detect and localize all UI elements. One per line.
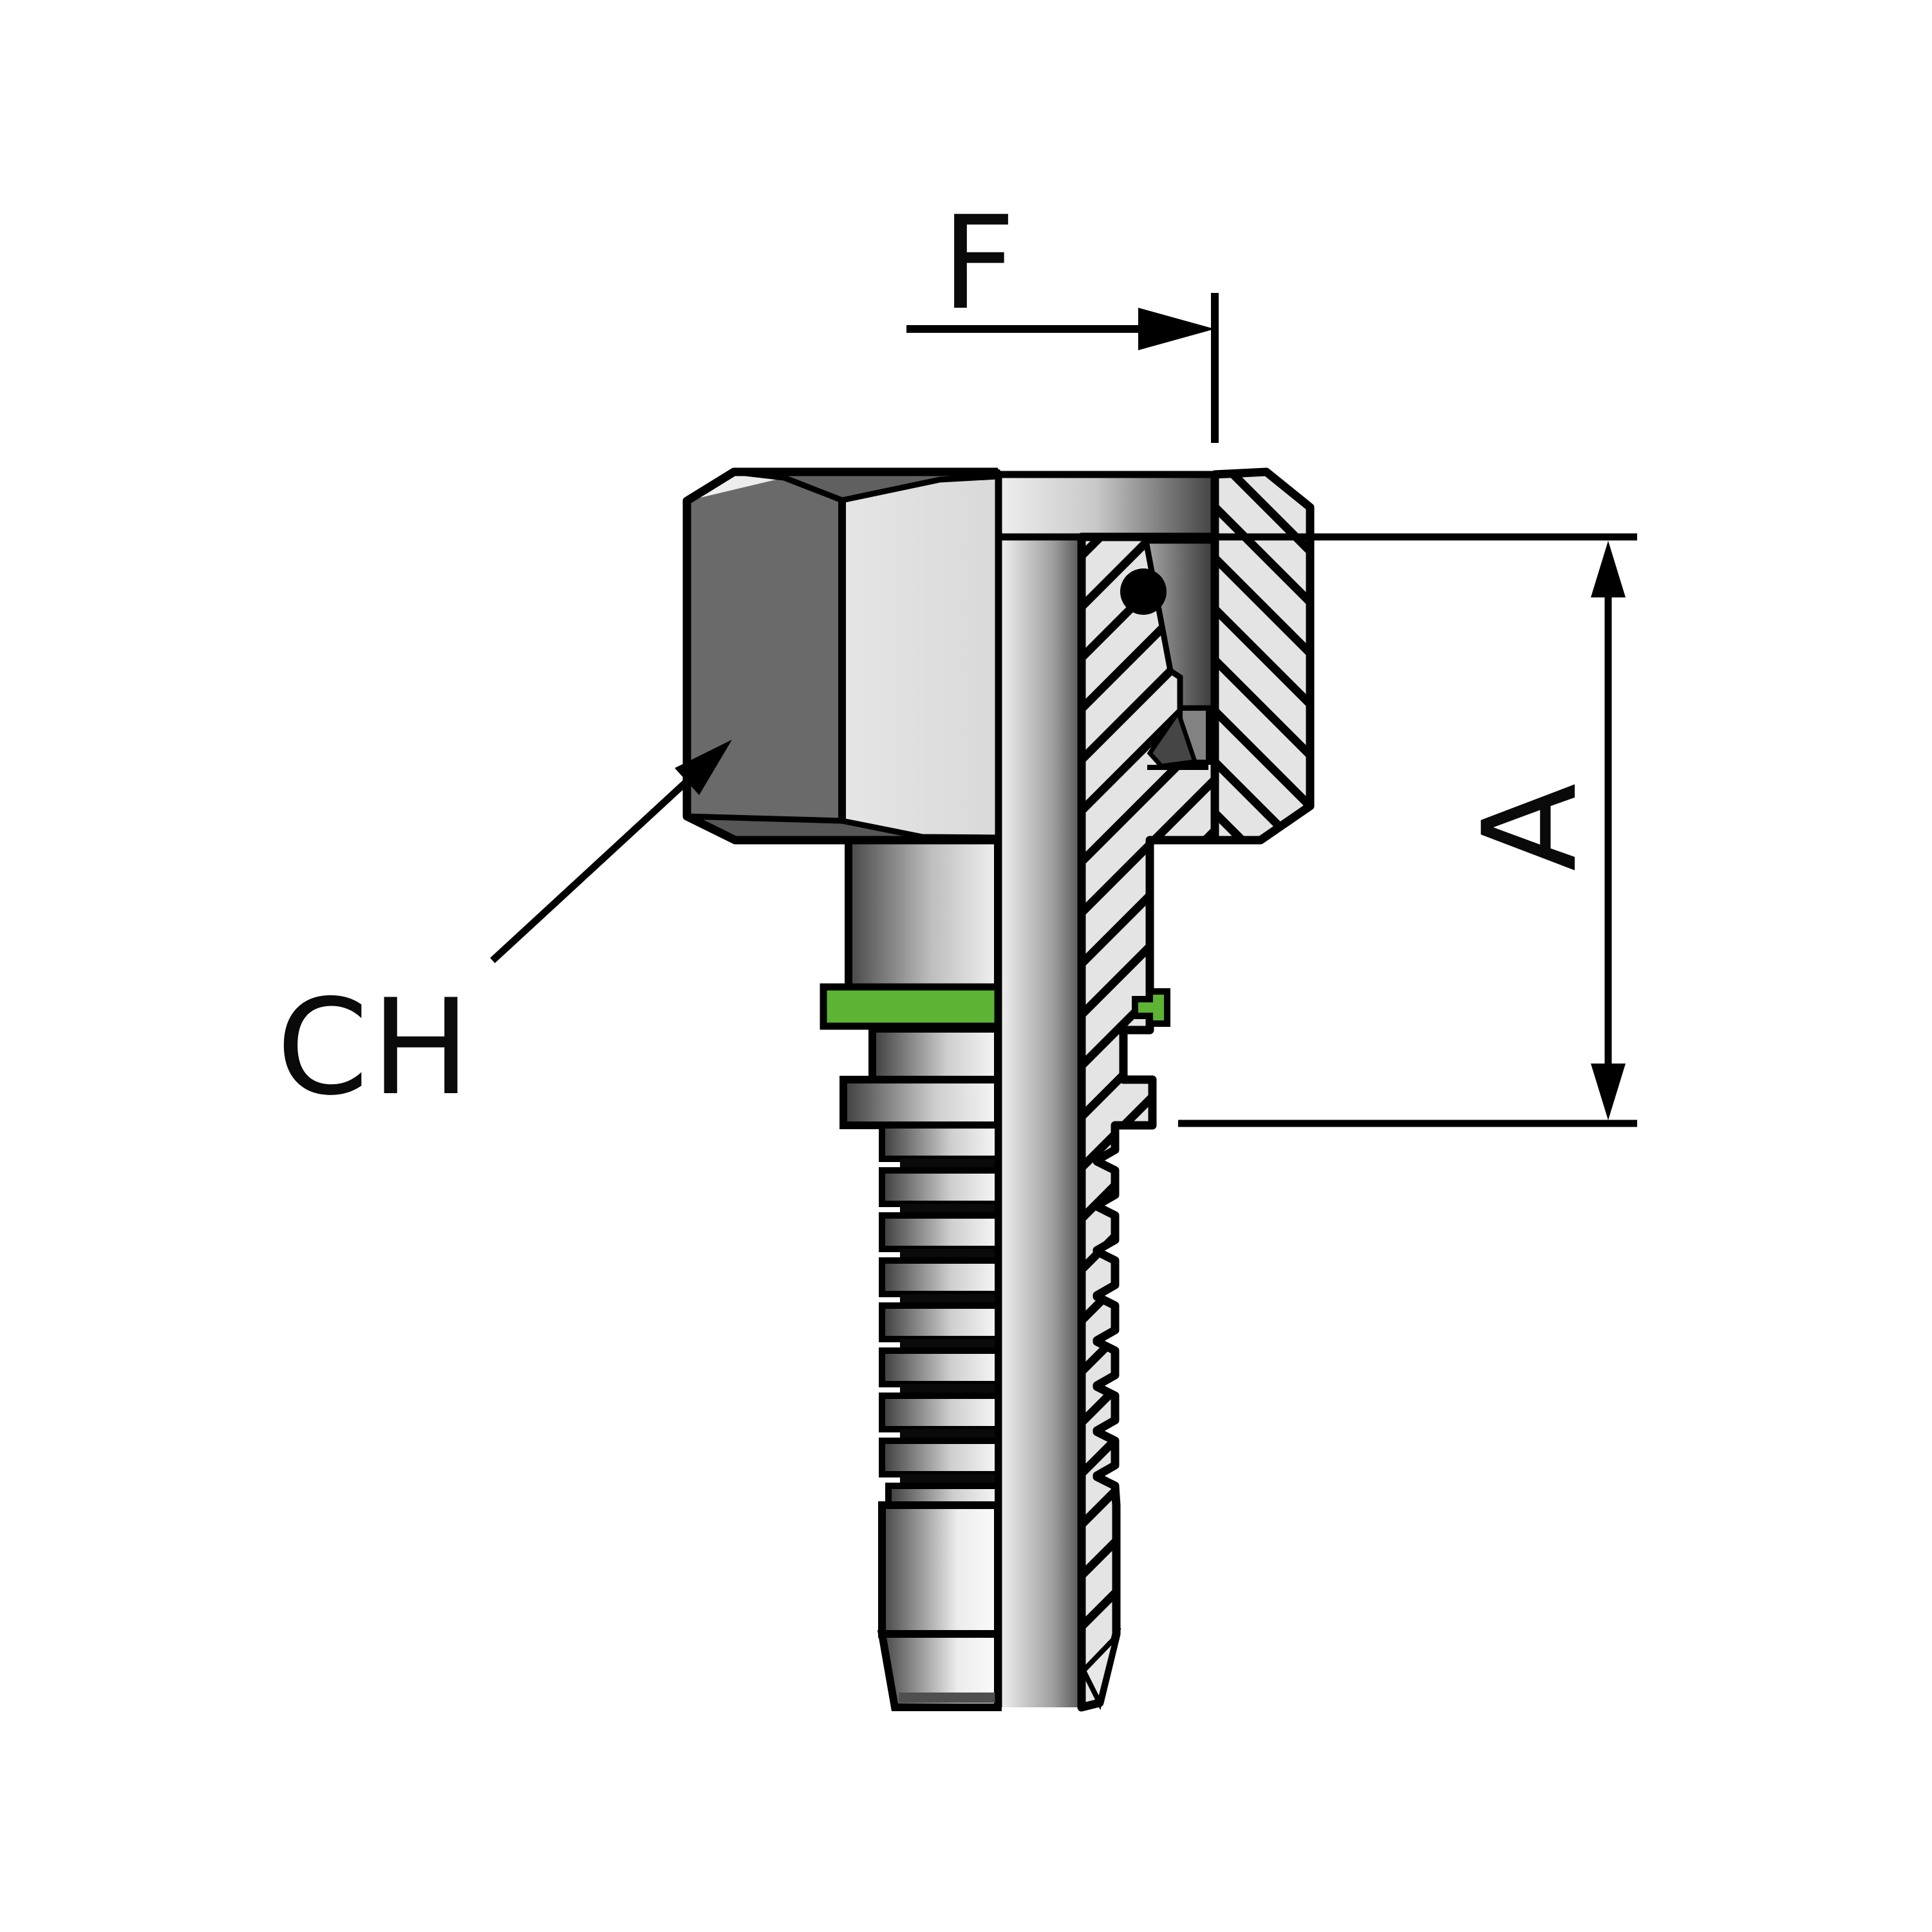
callout-CH-leader [490, 753, 717, 964]
dimension-A: A [999, 533, 1637, 1127]
dimension-A-label: A [1456, 783, 1606, 872]
tail-tip-shadow [899, 1693, 998, 1703]
leader-arrowhead-icon [675, 740, 732, 795]
callout-CH: CH [276, 740, 732, 1125]
o-ring-section [1132, 988, 1170, 1027]
nipple-section-hatched [1077, 532, 1219, 1712]
neck-cylinder [845, 836, 1002, 991]
nut-section-hatched [1210, 467, 1315, 845]
callout-CH-label: CH [276, 971, 473, 1125]
dimension-F: F [906, 189, 1219, 443]
right-arrowhead-icon [1138, 308, 1215, 350]
nut-side-facet [687, 478, 842, 821]
nut-outline [682, 467, 998, 845]
down-arrowhead-icon [1591, 1064, 1626, 1120]
collar-shoulder [839, 1076, 1002, 1129]
hose-barbs [879, 1122, 1001, 1508]
collar-upper [868, 1025, 1002, 1083]
retaining-ball [1120, 568, 1167, 615]
hex-nut [682, 467, 1001, 845]
dimension-F-label: F [941, 189, 1015, 339]
bore-column [998, 537, 1082, 1707]
nut-bore-band [994, 471, 1219, 541]
o-ring-band [820, 983, 1002, 1030]
up-arrowhead-icon [1591, 541, 1626, 597]
tail-tube [878, 1501, 1002, 1638]
tip-chamfer-facet [1080, 1627, 1121, 1711]
